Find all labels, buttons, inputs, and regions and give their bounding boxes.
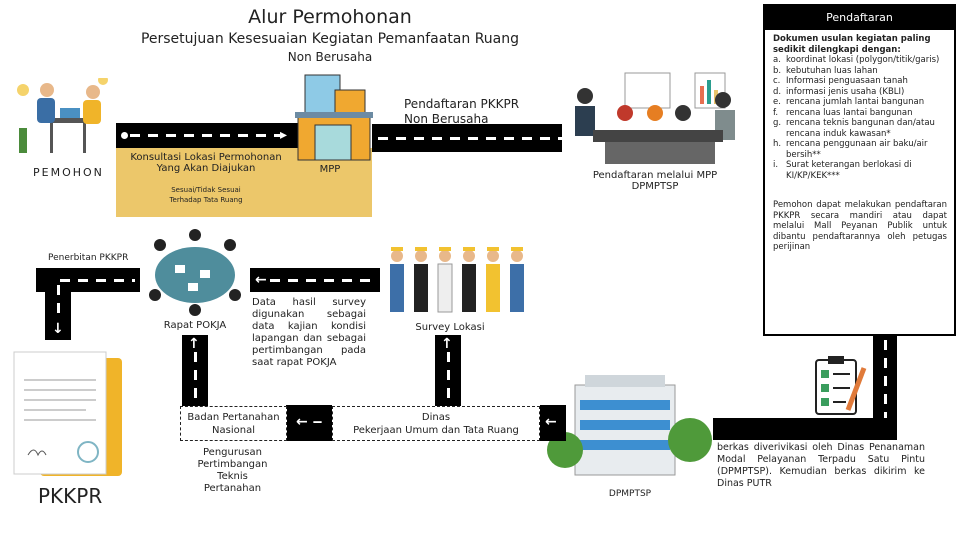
meeting-line1: Pendaftaran melalui MPP <box>592 170 718 181</box>
pemohon-illustration <box>17 78 108 153</box>
pokja-label: Rapat POKJA <box>163 320 227 331</box>
panel-list: a. koordinat lokasi (polygon/titik/garis)… <box>773 55 947 181</box>
list-marker: g. <box>773 118 782 128</box>
page-subtitle: Persetujuan Kesesuaian Kegiatan Pemanfaa… <box>140 31 520 47</box>
panel-list-item: g. rencana teknis bangunan dan/atau renca… <box>773 118 947 139</box>
meeting-line2: DPMPTSP <box>631 181 679 192</box>
list-marker: b. <box>773 65 782 76</box>
pendaftaran-road-line2: Non Berusaha <box>404 112 489 126</box>
bpn-note: Pengurusan Pertimbangan Teknis Pertanaha… <box>197 447 268 494</box>
rapat-pokja-illustration <box>149 229 241 316</box>
list-marker: e. <box>773 97 781 107</box>
konsultasi-note2: Terhadap Tata Ruang <box>169 196 243 204</box>
list-text: informasi jenis usaha (KBLI) <box>786 86 905 97</box>
pendaftaran-panel: Pendaftaran Dokumen usulan kegiatan pali… <box>763 4 956 336</box>
panel-list-item: d. informasi jenis usaha (KBLI) <box>773 87 947 98</box>
arrow-right-icon: ▸ <box>280 127 288 143</box>
panel-list-item: h. rencana penggunaan air baku/air bersih… <box>773 139 947 160</box>
list-text: rencana luas lantai bangunan <box>786 107 913 118</box>
list-marker: d. <box>773 86 782 97</box>
arrow-left-icon: ← <box>255 272 267 288</box>
meeting-illustration <box>575 72 735 164</box>
list-marker: a. <box>773 55 781 65</box>
konsultasi-note1: Sesuai/Tidak Sesuai <box>171 186 241 194</box>
panel-list-item: e. rencana jumlah lantai bangunan <box>773 97 947 108</box>
panel-intro: Dokumen usulan kegiatan paling sedikit d… <box>773 34 931 55</box>
mpp-label: MPP <box>319 164 341 175</box>
dinas-line2: Pekerjaan Umum dan Tata Ruang <box>353 424 519 436</box>
dpmptsp-building-icon <box>547 375 712 476</box>
panel-list-item: c. Informasi penguasaan tanah <box>773 76 947 87</box>
panel-list-item: i. Surat keterangan berlokasi di KI/KP/KE… <box>773 160 947 181</box>
road-segment <box>286 405 332 441</box>
verifikasi-text: berkas diverivikasi oleh Dinas Penanaman… <box>717 442 925 489</box>
panel-header: Pendaftaran <box>765 6 954 30</box>
panel-list-item: b. kebutuhan luas lahan <box>773 66 947 77</box>
arrow-up-icon: ↑ <box>188 336 200 352</box>
dinas-pu-box: Dinas Pekerjaan Umum dan Tata Ruang <box>332 406 540 441</box>
bpn-box: Badan Pertanahan Nasional <box>180 406 287 441</box>
list-marker: i. <box>773 160 779 170</box>
pemohon-label: PEMOHON <box>33 166 104 179</box>
survey-note: Data hasil survey digunakan sebagai data… <box>252 297 366 368</box>
dinas-line1: Dinas <box>421 411 451 423</box>
panel-note: Pemohon dapat melakukan pendaftaran PKKP… <box>773 200 947 252</box>
konsultasi-line1: Konsultasi Lokasi Permohonan <box>130 152 282 163</box>
list-marker: f. <box>773 107 779 118</box>
list-marker: h. <box>773 139 782 149</box>
list-text: kebutuhan luas lahan <box>786 65 878 76</box>
pkkpr-label: PKKPR <box>38 484 103 508</box>
konsultasi-line2: Yang Akan Diajukan <box>156 163 256 174</box>
bpn-line2: Nasional <box>212 424 255 436</box>
list-text: rencana teknis bangunan dan/atau rencana… <box>786 118 935 139</box>
arrow-up-icon: ↑ <box>441 336 453 352</box>
arrow-left-icon: ← <box>545 414 557 430</box>
list-text: rencana jumlah lantai bangunan <box>786 97 925 107</box>
dpmptsp-label: DPMPTSP <box>608 489 652 499</box>
arrow-down-icon: ↓ <box>52 321 64 337</box>
start-dot-icon <box>121 132 128 139</box>
page-subtitle-2: Non Berusaha <box>287 50 373 64</box>
mpp-building-icon <box>295 74 373 161</box>
survey-team-illustration <box>390 247 524 313</box>
pendaftaran-road-line1: Pendaftaran PKKPR <box>404 97 520 111</box>
page-title: Alur Permohonan <box>248 6 412 28</box>
list-text: rencana penggunaan air baku/air bersih** <box>786 139 928 160</box>
road-segment <box>540 405 566 441</box>
road-to-dpmptsp <box>713 418 897 440</box>
arrow-left-icon: ← ‒ <box>296 414 323 430</box>
penerbitan-label: Penerbitan PKKPR <box>48 253 129 263</box>
list-text: koordinat lokasi (polygon/titik/garis) <box>786 55 940 65</box>
list-text: Surat keterangan berlokasi di KI/KP/KEK*… <box>786 160 912 181</box>
list-marker: c. <box>773 76 781 86</box>
clipboard-checklist-icon <box>815 356 867 415</box>
survey-label: Survey Lokasi <box>415 322 485 333</box>
bpn-line1: Badan Pertanahan <box>187 411 280 423</box>
panel-list-item: a. koordinat lokasi (polygon/titik/garis) <box>773 55 947 66</box>
panel-list-item: f. rencana luas lantai bangunan <box>773 108 947 119</box>
list-text: Informasi penguasaan tanah <box>786 76 908 86</box>
pkkpr-document-icon <box>13 351 122 476</box>
